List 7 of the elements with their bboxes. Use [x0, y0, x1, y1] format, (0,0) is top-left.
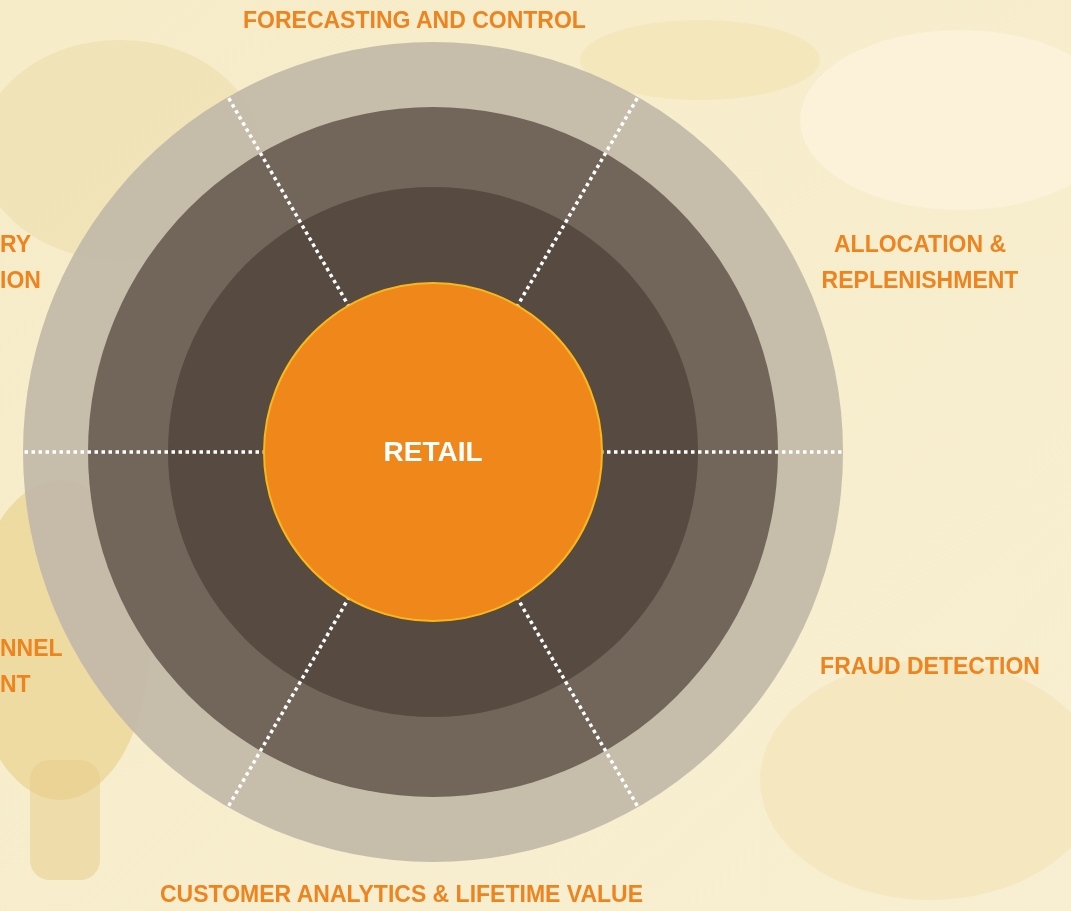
- segment-label: RY ION: [0, 230, 42, 295]
- segment-label: ALLOCATION & REPLENISHMENT: [820, 230, 1020, 295]
- node-label: RETAIL: [383, 436, 483, 468]
- segment-label: FRAUD DETECTION: [819, 652, 1041, 681]
- segment-label: NNEL NT: [0, 634, 64, 699]
- segment-label: FORECASTING AND CONTROL: [243, 6, 587, 35]
- segment-label: CUSTOMER ANALYTICS & LIFETIME VALUE: [160, 880, 645, 909]
